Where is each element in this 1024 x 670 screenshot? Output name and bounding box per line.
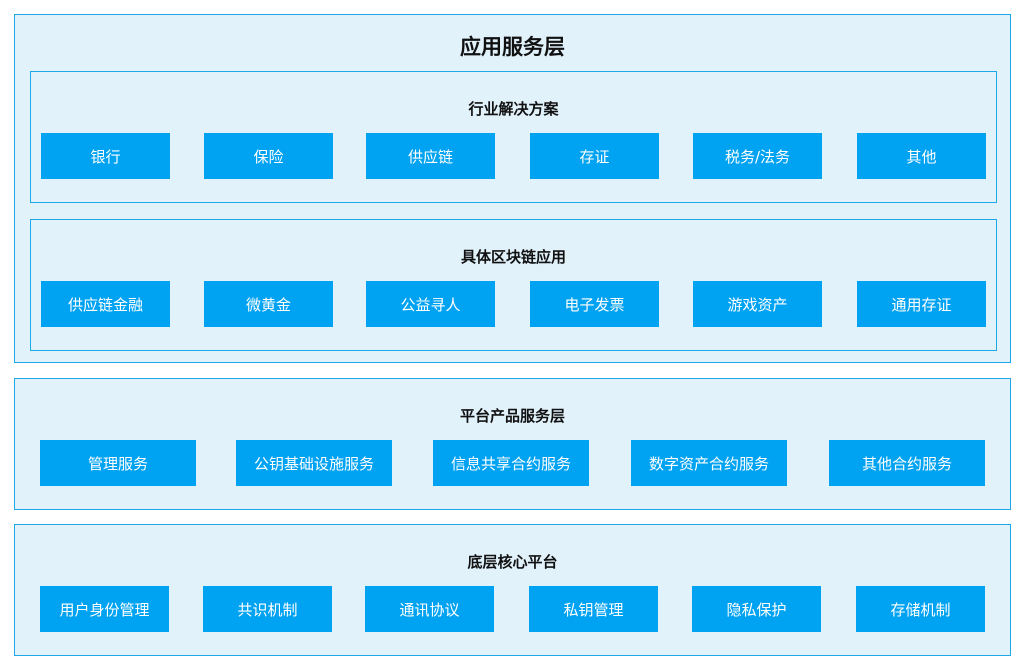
core-item-privacy-protection: 隐私保护	[692, 586, 821, 632]
blockchain-item-general-notarization: 通用存证	[857, 281, 986, 327]
core-item-consensus: 共识机制	[203, 586, 332, 632]
industry-solutions-title: 行业解决方案	[468, 100, 559, 118]
blockchain-apps-panel: 具体区块链应用 供应链金融 微黄金 公益寻人 电子发票 游戏资产 通用存证	[30, 219, 997, 351]
core-item-identity-management: 用户身份管理	[40, 586, 169, 632]
platform-service-layer: 平台产品服务层 管理服务 公钥基础设施服务 信息共享合约服务 数字资产合约服务 …	[14, 378, 1011, 510]
industry-item-insurance: 保险	[204, 133, 333, 179]
industry-solutions-panel: 行业解决方案 银行 保险 供应链 存证 税务/法务 其他	[30, 71, 997, 203]
blockchain-item-game-assets: 游戏资产	[693, 281, 822, 327]
platform-item-management: 管理服务	[40, 440, 196, 486]
core-item-private-key-management: 私钥管理	[529, 586, 658, 632]
core-item-storage-mechanism: 存储机制	[856, 586, 985, 632]
industry-item-tax-legal: 税务/法务	[693, 133, 822, 179]
core-item-communication-protocol: 通讯协议	[365, 586, 494, 632]
blockchain-apps-title: 具体区块链应用	[460, 248, 566, 266]
app-service-layer-title: 应用服务层	[460, 35, 565, 59]
platform-item-info-sharing-contract: 信息共享合约服务	[433, 440, 589, 486]
app-service-layer: 应用服务层 行业解决方案 银行 保险 供应链 存证 税务/法务 其他 具体区块链…	[14, 14, 1011, 363]
platform-item-digital-asset-contract: 数字资产合约服务	[631, 440, 787, 486]
industry-item-notarization: 存证	[530, 133, 659, 179]
blockchain-item-charity-search: 公益寻人	[366, 281, 495, 327]
blockchain-item-e-invoice: 电子发票	[530, 281, 659, 327]
industry-item-supply-chain: 供应链	[366, 133, 495, 179]
blockchain-item-supply-chain-finance: 供应链金融	[41, 281, 170, 327]
platform-service-layer-title: 平台产品服务层	[459, 407, 565, 425]
industry-item-other: 其他	[857, 133, 986, 179]
core-platform-layer: 底层核心平台 用户身份管理 共识机制 通讯协议 私钥管理 隐私保护 存储机制	[14, 524, 1011, 656]
core-platform-layer-title: 底层核心平台	[467, 553, 558, 571]
blockchain-item-micro-gold: 微黄金	[204, 281, 333, 327]
platform-item-other-contract: 其他合约服务	[829, 440, 985, 486]
industry-item-bank: 银行	[41, 133, 170, 179]
platform-item-pki: 公钥基础设施服务	[236, 440, 392, 486]
